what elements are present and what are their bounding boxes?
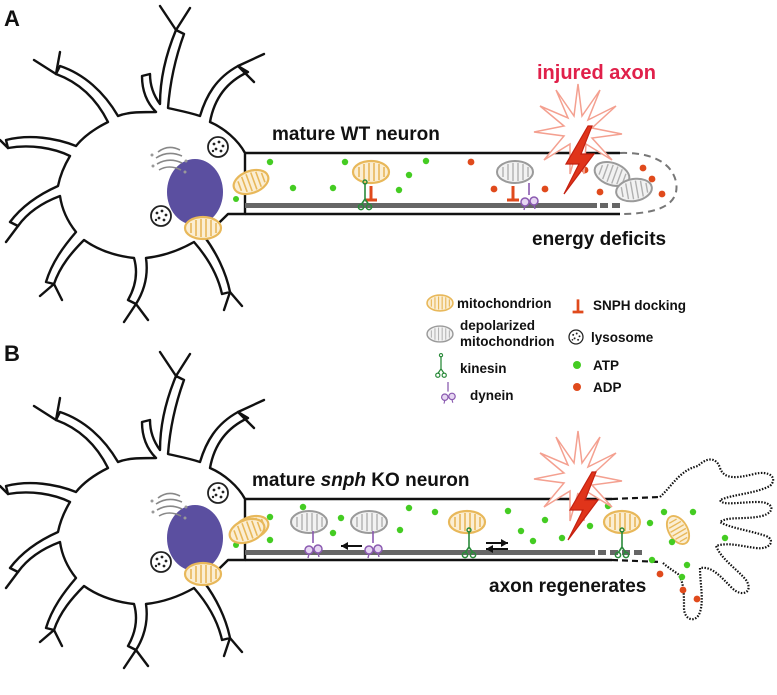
- panel-a: A: [0, 4, 678, 324]
- panel-a-dendrite-branches: [0, 4, 266, 324]
- arrow-left-icon: [341, 542, 362, 550]
- growth-cone-outline: [659, 458, 775, 621]
- panel-a-lysosome: [150, 205, 172, 227]
- panel-b-microtubule: [245, 550, 595, 555]
- legend-depolarized-line2: mitochondrion: [460, 334, 555, 349]
- panel-a-soma-outline: [4, 28, 250, 306]
- panel-b-neuron-label: mature snph KO neuron: [252, 470, 469, 491]
- injury-label: injured axon: [537, 62, 656, 84]
- legend-mitochondrion: mitochondrion: [457, 296, 552, 311]
- legend: mitochondrion depolarized mitochondrion …: [426, 294, 686, 405]
- panel-a-mitochondrion: [183, 215, 223, 241]
- mitochondrion-icon: [602, 509, 642, 535]
- atp-dot-icon: [573, 361, 581, 369]
- snph-docking-icon: [571, 298, 585, 314]
- panel-b-soma-outline: [4, 374, 250, 652]
- panel-a-outcome-label: energy deficits: [532, 229, 666, 250]
- snph-docking-icon: [363, 184, 379, 202]
- depolarized-mitochondrion-icon: [426, 325, 454, 343]
- depolarized-mitochondrion-icon: [290, 510, 328, 534]
- panel-a-atp-dots: [266, 157, 430, 194]
- panel-a-injured-tip: [619, 151, 678, 215]
- legend-kinesin: kinesin: [460, 361, 507, 376]
- panel-b-lysosome: [150, 551, 172, 573]
- adp-dot-icon: [573, 383, 581, 391]
- bidirectional-arrow-icon: [486, 539, 508, 553]
- mitochondrion-icon: [351, 159, 391, 185]
- legend-depolarized-line1: depolarized: [460, 318, 535, 333]
- panel-a-letter: A: [4, 6, 20, 31]
- kinesin-icon: [435, 352, 447, 378]
- panel-a-microtubule: [245, 203, 597, 208]
- panel-b: B: [0, 341, 775, 670]
- legend-dynein: dynein: [470, 388, 514, 403]
- panel-b-mitochondrion: [183, 561, 223, 587]
- atp-dot-icon: [233, 196, 239, 202]
- panel-b-atp-dots: [266, 502, 729, 581]
- depolarized-mitochondrion-icon: [350, 510, 388, 534]
- panel-b-adp-dots: [656, 570, 701, 603]
- panel-b-outcome-label: axon regenerates: [489, 576, 646, 597]
- panel-b-nucleus: [167, 505, 223, 571]
- panel-a-neuron-label: mature WT neuron: [272, 124, 440, 145]
- mitochondrion-icon: [426, 294, 454, 312]
- legend-lysosome: lysosome: [591, 330, 654, 345]
- panel-a-lysosome: [207, 136, 229, 158]
- legend-atp: ATP: [593, 358, 619, 373]
- legend-snph-docking: SNPH docking: [593, 298, 686, 313]
- panel-a-nucleus: [167, 159, 223, 225]
- lysosome-icon: [568, 329, 584, 345]
- dynein-icon: [440, 381, 456, 405]
- panel-b-dendrite-branches: [0, 350, 266, 670]
- legend-adp: ADP: [593, 380, 622, 395]
- panel-b-lysosome: [207, 482, 229, 504]
- depolarized-mitochondrion-icon: [496, 160, 534, 184]
- panel-b-letter: B: [4, 341, 20, 366]
- snph-docking-icon: [505, 184, 521, 202]
